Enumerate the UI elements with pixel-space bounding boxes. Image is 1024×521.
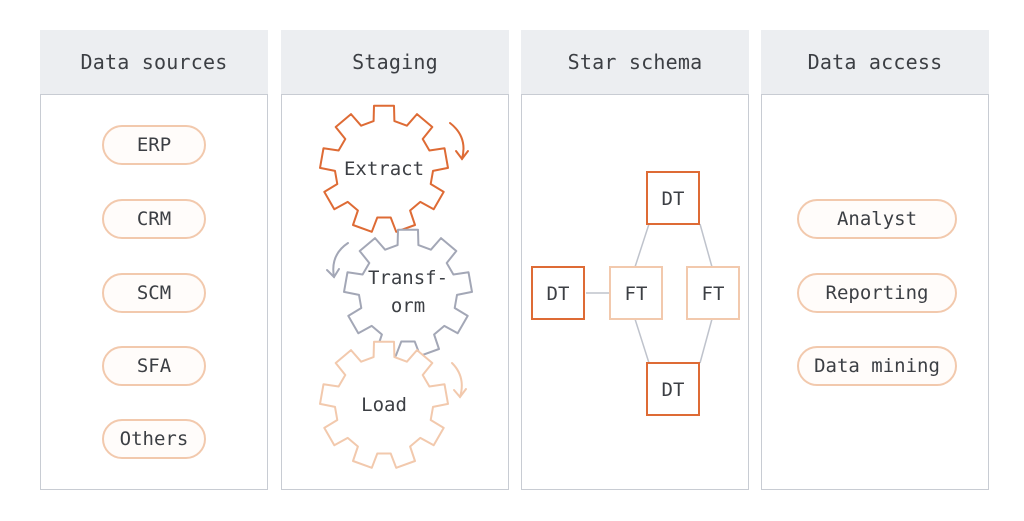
column-data-sources: Data sources ERP CRM SCM SFA Others — [40, 30, 268, 490]
source-pill-erp: ERP — [102, 125, 206, 165]
rotation-arrow-icon-extract — [449, 122, 469, 161]
connector-ft-dt-top — [634, 223, 673, 268]
access-pill-data-mining: Data mining — [797, 346, 957, 386]
etl-gears-diagram: Extract Transf- orm Load — [319, 104, 473, 469]
svg-text:DT: DT — [547, 283, 570, 305]
gear-icon-transform: Transf- orm — [343, 228, 473, 357]
gear-icon-load: Load — [319, 340, 449, 469]
column-title: Data sources — [80, 50, 228, 74]
column-header-staging: Staging — [281, 30, 509, 94]
fact-table-left: FT — [609, 266, 663, 320]
svg-text:DT: DT — [662, 379, 685, 401]
connector-ft-dt-bottom — [634, 318, 673, 364]
gear-icon-extract: Extract — [319, 104, 449, 233]
dimension-table-left: DT — [531, 266, 585, 320]
connector-dt-top-ft-right — [699, 223, 713, 268]
column-body-star-schema: DT DT FT FT DT — [521, 94, 749, 490]
star-schema-diagram: DT DT FT FT DT — [531, 171, 740, 416]
column-header-data-access: Data access — [761, 30, 989, 94]
svg-text:FT: FT — [702, 283, 725, 305]
svg-text:FT: FT — [625, 283, 648, 305]
column-title: Staging — [352, 50, 438, 74]
column-star-schema: Star schema DT DT FT — [521, 30, 749, 490]
column-body-data-sources: ERP CRM SCM SFA Others — [40, 94, 268, 490]
column-title: Star schema — [567, 50, 703, 74]
column-header-star-schema: Star schema — [521, 30, 749, 94]
source-pill-sfa: SFA — [102, 346, 206, 386]
gear-label-transform-line2: orm — [391, 295, 425, 317]
svg-text:DT: DT — [662, 188, 685, 210]
column-title: Data access — [807, 50, 943, 74]
fact-table-right: FT — [686, 266, 740, 320]
gear-label-extract: Extract — [344, 158, 424, 180]
source-pill-crm: CRM — [102, 199, 206, 239]
rotation-arrow-icon-load — [451, 362, 467, 399]
dimension-table-top: DT — [646, 171, 700, 225]
column-staging: Staging Extract Transf- orm Load — [281, 30, 509, 490]
access-pill-analyst: Analyst — [797, 199, 957, 239]
gear-label-transform-line1: Transf- — [368, 267, 448, 289]
dimension-table-bottom: DT — [646, 362, 700, 416]
source-pill-others: Others — [102, 419, 206, 459]
rotation-arrow-icon-transform — [326, 242, 349, 279]
access-pill-reporting: Reporting — [797, 273, 957, 313]
gear-label-load: Load — [361, 394, 407, 416]
column-body-data-access: Analyst Reporting Data mining — [761, 94, 989, 490]
connector-dt-bottom-ft-right — [699, 318, 713, 364]
column-header-data-sources: Data sources — [40, 30, 268, 94]
column-body-staging: Extract Transf- orm Load — [281, 94, 509, 490]
column-data-access: Data access Analyst Reporting Data minin… — [761, 30, 989, 490]
source-pill-scm: SCM — [102, 273, 206, 313]
